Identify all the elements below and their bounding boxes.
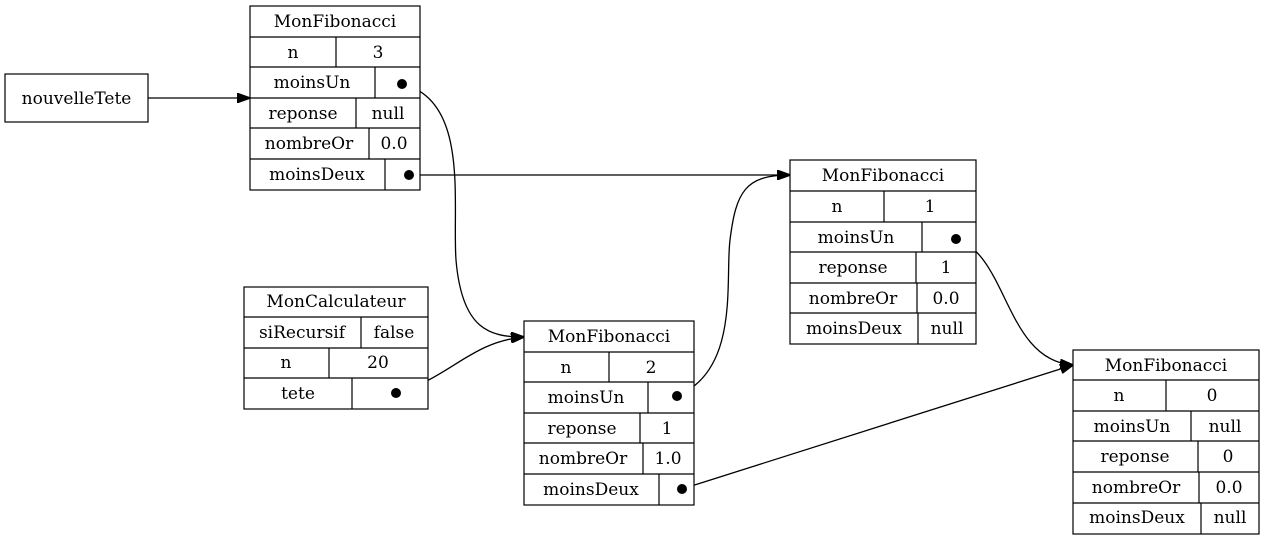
field-key: reponse: [818, 258, 887, 278]
pointer-dot: [404, 170, 414, 180]
field-value: null: [1209, 417, 1242, 437]
pointer-dot: [391, 388, 401, 398]
field-value: 0: [1207, 386, 1218, 406]
field-value: 0: [1223, 447, 1234, 467]
field-value: null: [372, 104, 405, 124]
field-key: reponse: [268, 104, 337, 124]
node-fib0: MonFibonacci n 0 moinsUn null reponse 0 …: [1072, 349, 1260, 535]
node-nouvelletete: nouvelleTete: [4, 73, 149, 123]
field-value: 2: [646, 358, 657, 378]
node-fib3: MonFibonacci n 3 moinsUn reponse null no…: [249, 5, 421, 191]
pointer-dot: [397, 79, 407, 89]
pointer-dot: [672, 391, 682, 401]
edge-fib2-moinsdeux-to-fib0: [681, 365, 1073, 490]
field-value: 1.0: [654, 449, 681, 469]
node-title: MonFibonacci: [822, 166, 945, 186]
field-value: 0.0: [380, 134, 407, 154]
field-key: nombreOr: [265, 134, 354, 154]
node-fib1: MonFibonacci n 1 moinsUn reponse 1 nombr…: [789, 159, 977, 345]
field-key: moinsDeux: [269, 165, 365, 185]
field-key: n: [561, 358, 572, 378]
node-label: nouvelleTete: [22, 89, 132, 109]
field-key: moinsUn: [274, 73, 351, 93]
field-key: nombreOr: [539, 449, 628, 469]
field-value: null: [931, 319, 964, 339]
field-key: moinsUn: [818, 228, 895, 248]
field-key: moinsDeux: [1089, 508, 1185, 528]
field-key: reponse: [1100, 447, 1169, 467]
pointer-dot: [951, 234, 961, 244]
field-key: nombreOr: [1092, 478, 1181, 498]
field-value: 1: [925, 197, 936, 217]
field-value: false: [374, 323, 415, 343]
field-key: nombreOr: [809, 289, 898, 309]
node-title: MonFibonacci: [1105, 356, 1228, 376]
node-title: MonFibonacci: [274, 12, 397, 32]
edge-fib2-moinsun-to-fib1: [676, 175, 790, 397]
node-fib2: MonFibonacci n 2 moinsUn reponse 1 nombr…: [523, 320, 695, 506]
field-key: moinsUn: [1094, 417, 1171, 437]
field-value: 0.0: [932, 289, 959, 309]
node-title: MonCalculateur: [266, 292, 406, 312]
field-value: 20: [367, 353, 389, 373]
field-value: 3: [373, 43, 384, 63]
field-value: 1: [941, 258, 952, 278]
field-value: 1: [662, 419, 673, 439]
field-key: tete: [281, 384, 315, 404]
pointer-dot: [677, 484, 687, 494]
edge-fib3-moinsun-to-fib2: [401, 83, 524, 337]
field-value: null: [1214, 508, 1247, 528]
field-key: reponse: [547, 419, 616, 439]
node-title: MonFibonacci: [548, 327, 671, 347]
node-calc: MonCalculateur siRecursif false n 20 tet…: [243, 286, 429, 410]
field-key: n: [281, 353, 292, 373]
field-key: moinsUn: [548, 388, 625, 408]
field-key: n: [288, 43, 299, 63]
field-key: moinsDeux: [543, 480, 639, 500]
field-value: 0.0: [1215, 478, 1242, 498]
field-key: moinsDeux: [806, 319, 902, 339]
field-key: siRecursif: [259, 323, 347, 343]
field-key: n: [832, 197, 843, 217]
field-key: n: [1114, 386, 1125, 406]
